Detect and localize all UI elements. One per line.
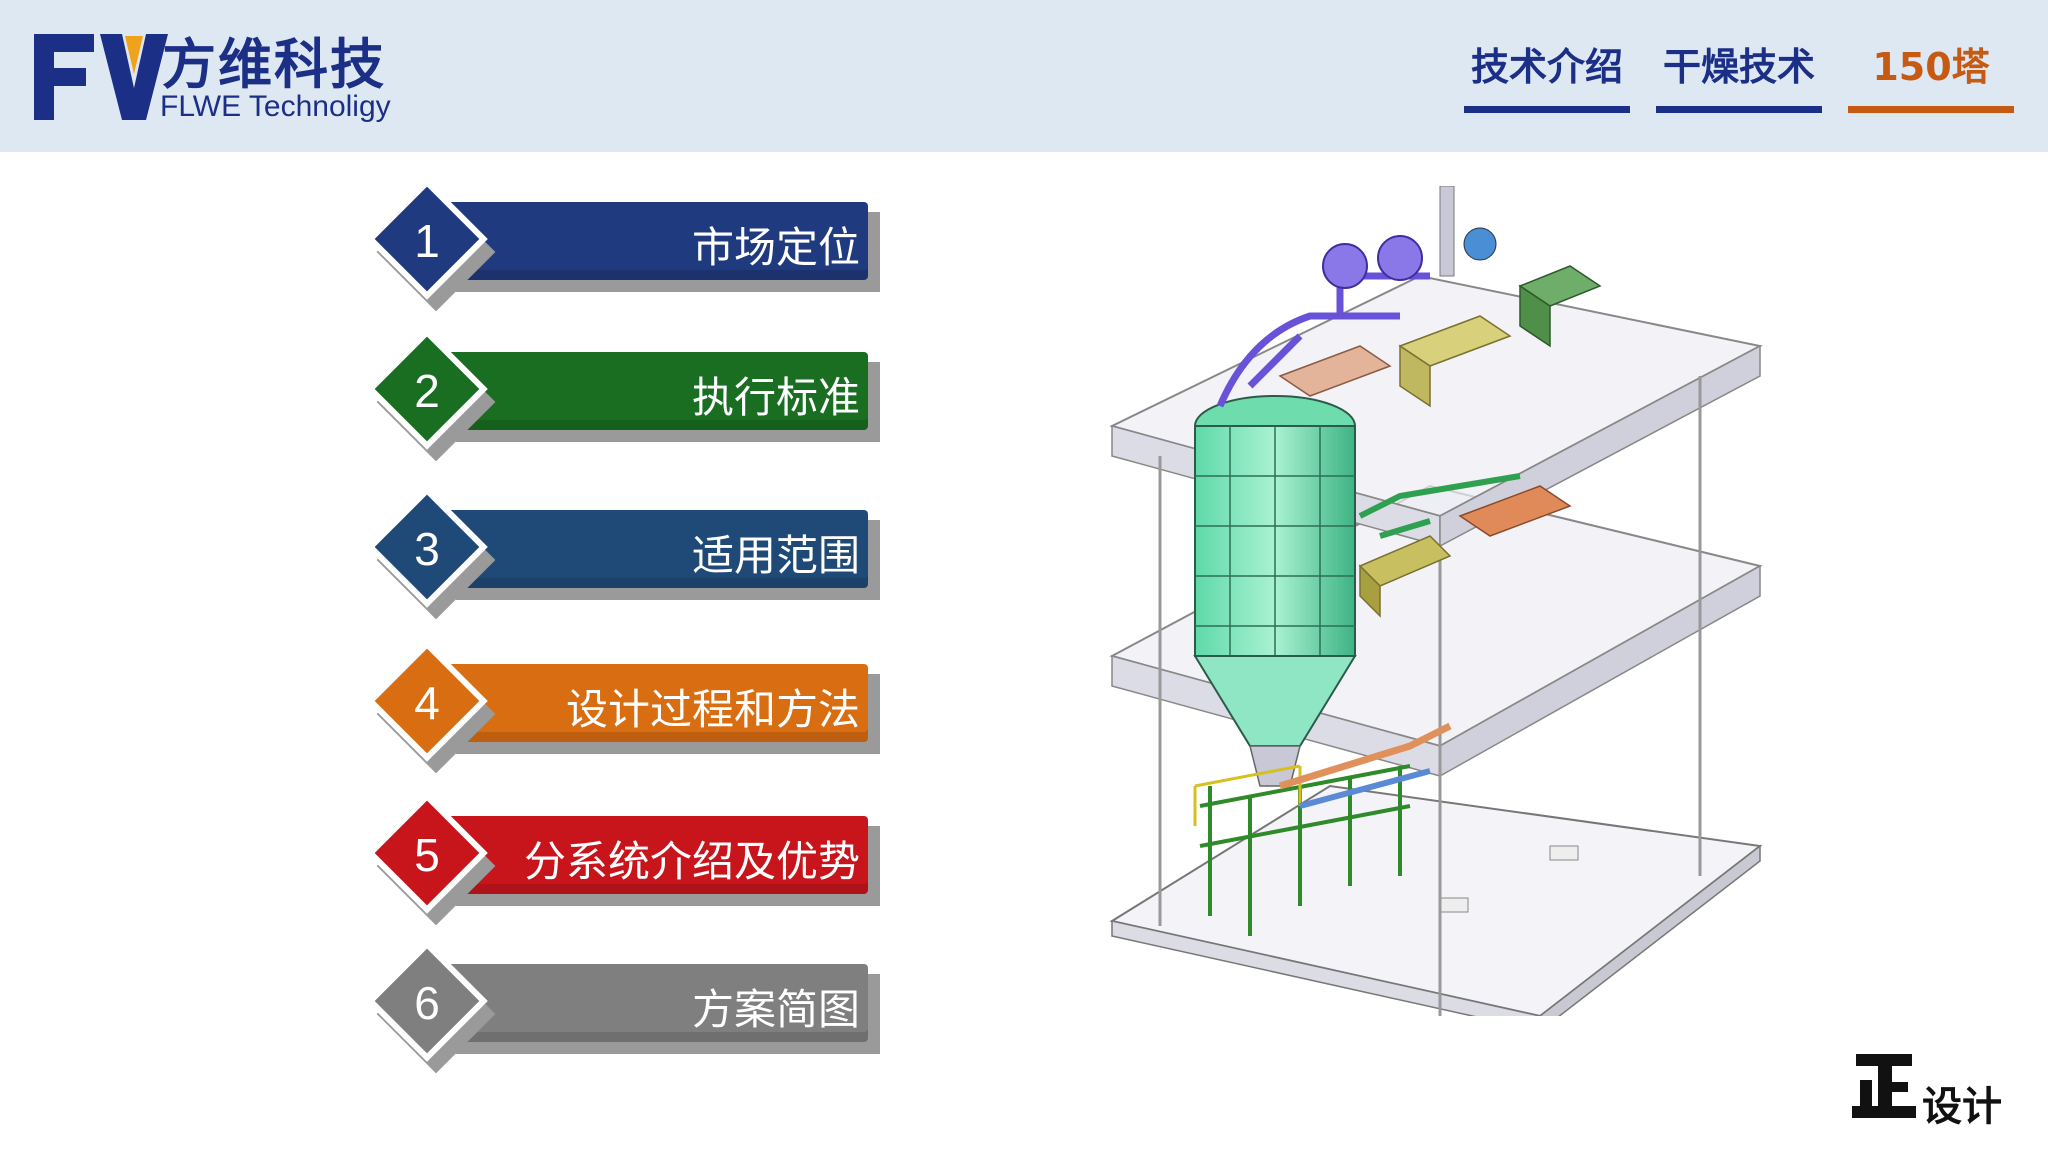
- menu-item-number: 6: [414, 977, 440, 1029]
- brand-name-en: FLWE Technoligy: [160, 90, 391, 123]
- menu-item-5[interactable]: 分系统介绍及优势 5: [366, 792, 900, 930]
- menu-bar: [444, 510, 868, 588]
- nav-underline-active: [1848, 106, 2014, 113]
- nav-drying-tech[interactable]: 干燥技术: [1656, 36, 1822, 113]
- nav-underline: [1464, 106, 1630, 113]
- nav-tower-150[interactable]: 150塔: [1848, 36, 2014, 113]
- menu-item-3[interactable]: 适用范围 3: [366, 486, 900, 624]
- menu-item-number: 1: [414, 215, 440, 267]
- nav-label: 150塔: [1872, 45, 1990, 89]
- menu-item-number: 2: [414, 365, 440, 417]
- menu-bar: [444, 664, 868, 742]
- brand-name-cn: 方维科技: [162, 33, 386, 96]
- menu-bar: [444, 202, 868, 280]
- nav-label: 干燥技术: [1662, 45, 1815, 89]
- menu-item-label: 执行标准: [691, 373, 860, 422]
- menu-item-number: 5: [414, 829, 440, 881]
- footer-logo-text: 设计: [1922, 1084, 2002, 1130]
- menu-item-2[interactable]: 执行标准 2: [366, 328, 900, 466]
- menu-item-1[interactable]: 市场定位 1: [366, 178, 900, 316]
- menu-item-label: 市场定位: [691, 223, 860, 272]
- menu-item-label: 方案简图: [691, 985, 860, 1034]
- menu-item-6[interactable]: 方案简图 6: [366, 940, 900, 1078]
- menu-bar: [444, 964, 868, 1042]
- nav-tech-intro[interactable]: 技术介绍: [1464, 36, 1630, 113]
- drying-tower-3d-illustration: [1109, 186, 1763, 1016]
- zheng-logo-icon: [1852, 1054, 1916, 1118]
- menu-bar: [444, 816, 868, 894]
- nav-label: 技术介绍: [1470, 45, 1623, 89]
- menu-item-label: 适用范围: [691, 531, 860, 580]
- menu-bar: [444, 352, 868, 430]
- nav-underline: [1656, 106, 1822, 113]
- menu-item-number: 3: [414, 523, 440, 575]
- menu-item-label: 设计过程和方法: [565, 685, 860, 734]
- footer-logo: 设计: [1852, 1052, 2012, 1130]
- fv-logo-icon: [34, 34, 168, 120]
- header-bar: 方维科技 FLWE Technoligy 技术介绍 干燥技术 150塔: [0, 0, 2048, 152]
- menu-item-label: 分系统介绍及优势: [523, 837, 860, 886]
- menu-item-4[interactable]: 设计过程和方法 4: [366, 640, 900, 778]
- menu-item-number: 4: [414, 677, 440, 729]
